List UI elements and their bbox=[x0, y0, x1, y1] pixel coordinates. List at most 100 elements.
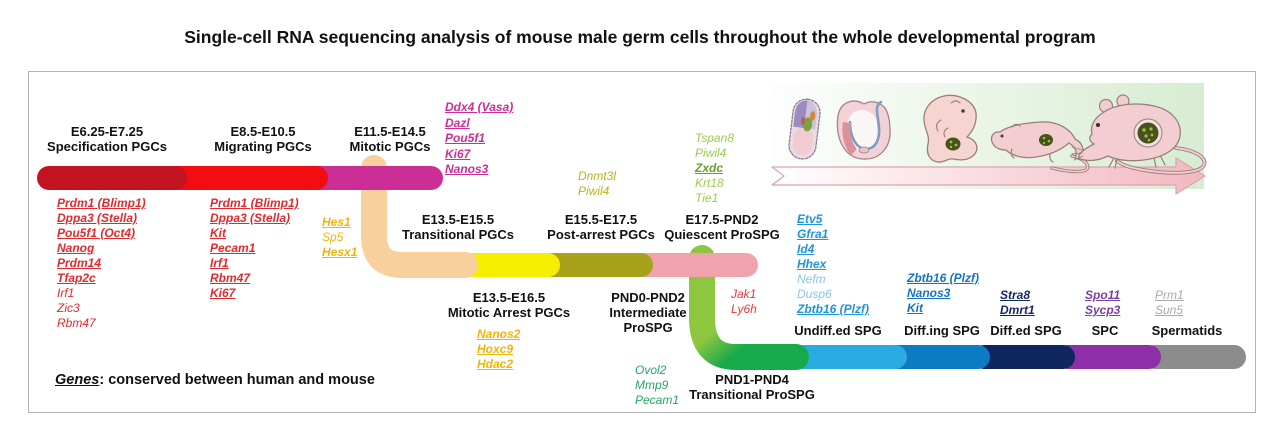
stage-name: Transitional ProSPG bbox=[689, 387, 815, 402]
stage-range: E11.5-E14.5 bbox=[354, 124, 426, 139]
stage-range: PND0-PND2 bbox=[611, 290, 685, 305]
stage-label-undiff-spg: Undiff.ed SPG bbox=[778, 323, 898, 338]
genes-legend: Genes: conserved between human and mouse bbox=[55, 372, 375, 388]
stage-range: E15.5-E17.5 bbox=[564, 212, 638, 227]
gene-label: Gfra1 bbox=[797, 227, 829, 241]
gene-label: Kit bbox=[907, 301, 923, 315]
gene-label: Ki67 bbox=[210, 286, 236, 300]
gene-label: Zic3 bbox=[57, 301, 80, 315]
stage-name: Migrating PGCs bbox=[214, 139, 312, 154]
genes-legend-text: : conserved between human and mouse bbox=[99, 372, 375, 388]
gene-label: Nanos3 bbox=[907, 286, 951, 300]
gene-label: Pou5f1 bbox=[445, 131, 486, 145]
stage-label-post-arrest-pgcs: E15.5-E17.5 Post-arrest PGCs bbox=[511, 212, 691, 242]
gene-label: Irf1 bbox=[57, 286, 75, 300]
stage-range: E6.25-E7.25 bbox=[70, 124, 144, 139]
gene-label: Hesx1 bbox=[322, 245, 358, 259]
gene-label: Ddx4 (Vasa) bbox=[445, 100, 514, 114]
gene-label: Nanos3 bbox=[445, 162, 489, 176]
gene-label: Id4 bbox=[797, 242, 815, 256]
gene-label: Prdm1 (Blimp1) bbox=[210, 196, 299, 210]
gene-label: Prm1 bbox=[1155, 288, 1184, 302]
stage-name: Mitotic Arrest PGCs bbox=[447, 305, 571, 320]
gene-label: Stra8 bbox=[1000, 288, 1031, 302]
gene-label: Sp5 bbox=[322, 230, 344, 244]
gene-label: Tfap2c bbox=[57, 271, 96, 285]
stage-label-migrating-pgcs: E8.5-E10.5 Migrating PGCs bbox=[173, 124, 353, 154]
gene-label: Kit bbox=[210, 226, 226, 240]
gene-label: Pou5f1 (Oct4) bbox=[57, 226, 136, 240]
stage-label-diffing-spg: Diff.ing SPG bbox=[882, 323, 1002, 338]
gene-label: Hdac2 bbox=[477, 357, 514, 371]
gene-label: Nefm bbox=[797, 272, 826, 286]
gene-label: Zxdc bbox=[695, 161, 724, 175]
stage-name: Spermatids bbox=[1151, 323, 1223, 338]
gene-label: Dmrt1 bbox=[1000, 303, 1035, 317]
gene-label: Tie1 bbox=[695, 191, 719, 205]
stage-label-transitional-prospg: PND1-PND4 Transitional ProSPG bbox=[662, 372, 842, 402]
gene-label: Jak1 bbox=[731, 287, 757, 301]
stage-range: E17.5-PND2 bbox=[685, 212, 759, 227]
gene-label: Piwil4 bbox=[578, 184, 610, 198]
stage-label-diffed-spg: Diff.ed SPG bbox=[966, 323, 1086, 338]
stage-name: Post-arrest PGCs bbox=[547, 227, 655, 242]
gene-list-specification-pgcs: Prdm1 (Blimp1)Dppa3 (Stella)Pou5f1 (Oct4… bbox=[57, 196, 146, 331]
gene-label: Pecam1 bbox=[210, 241, 256, 255]
gene-label: Prdm1 (Blimp1) bbox=[57, 196, 146, 210]
stage-range: E13.5-E15.5 bbox=[421, 212, 495, 227]
gene-label: Spo11 bbox=[1085, 288, 1121, 302]
gene-label: Hoxc9 bbox=[477, 342, 514, 356]
gene-label: Ovol2 bbox=[635, 363, 667, 377]
figure-title: Single-cell RNA sequencing analysis of m… bbox=[184, 27, 1096, 47]
stage-range: E8.5-E10.5 bbox=[230, 124, 296, 139]
stage-name: Specification PGCs bbox=[47, 139, 167, 154]
gene-label: Dppa3 (Stella) bbox=[57, 211, 138, 225]
gene-label: Etv5 bbox=[797, 212, 823, 226]
gene-label: Dppa3 (Stella) bbox=[210, 211, 291, 225]
gene-label: Sun5 bbox=[1155, 303, 1184, 317]
stage-name: Transitional PGCs bbox=[402, 227, 514, 242]
gene-label: Ly6h bbox=[731, 302, 757, 316]
stage-label-transitional-pgcs: E13.5-E15.5 Transitional PGCs bbox=[368, 212, 548, 242]
gene-label: Rbm47 bbox=[210, 271, 251, 285]
stage-label-intermediate-prospg: PND0-PND2 Intermediate ProSPG bbox=[558, 290, 738, 335]
gene-label: Ki67 bbox=[445, 146, 471, 161]
stage-name: ProSPG bbox=[623, 320, 673, 335]
gene-label: Sycp3 bbox=[1085, 303, 1121, 317]
stage-name: Diff.ing SPG bbox=[904, 323, 980, 338]
stage-name: Intermediate bbox=[609, 305, 687, 320]
gene-label: Piwil4 bbox=[695, 146, 727, 160]
genes-legend-word: Genes bbox=[55, 372, 100, 388]
stage-name: Mitotic PGCs bbox=[349, 139, 431, 154]
gene-label: Nanog bbox=[57, 241, 95, 255]
stage-range: E13.5-E16.5 bbox=[472, 290, 546, 305]
stage-name: Diff.ed SPG bbox=[990, 323, 1062, 338]
stage-name: Quiescent ProSPG bbox=[664, 227, 780, 242]
gene-label: Irf1 bbox=[210, 256, 229, 270]
stage-label-spc: SPC bbox=[1045, 323, 1165, 338]
gene-label: Zbtb16 (Plzf) bbox=[907, 271, 979, 285]
stage-name: SPC bbox=[1091, 323, 1119, 338]
stage-label-quiescent-prospg: E17.5-PND2 Quiescent ProSPG bbox=[632, 212, 812, 242]
gene-label: Pecam1 bbox=[635, 393, 680, 407]
gene-label: Tspan8 bbox=[695, 131, 734, 145]
gene-label: Mmp9 bbox=[635, 378, 669, 392]
gene-label: Zbtb16 (Plzf) bbox=[797, 302, 869, 316]
gene-label: Hhex bbox=[797, 257, 827, 271]
gene-label: Dnmt3l bbox=[578, 169, 617, 183]
stage-label-specification-pgcs: E6.25-E7.25 Specification PGCs bbox=[17, 124, 197, 154]
stage-label-spermatids: Spermatids bbox=[1127, 323, 1247, 338]
gene-label: Nanos2 bbox=[477, 327, 521, 341]
